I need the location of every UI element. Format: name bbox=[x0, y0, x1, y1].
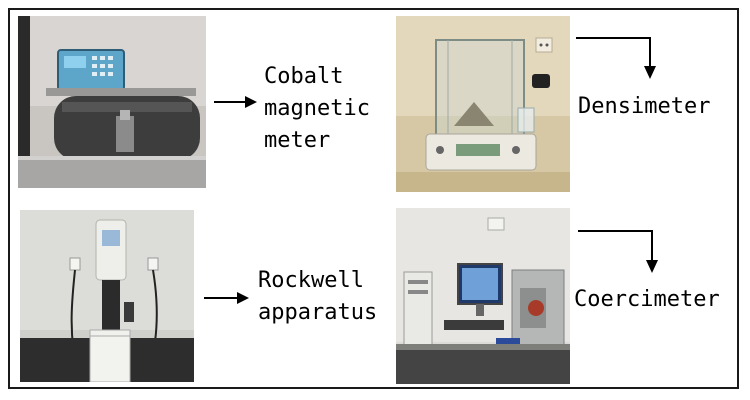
arrow-right-icon bbox=[214, 96, 257, 108]
cobalt-label-line2: magnetic bbox=[264, 96, 370, 121]
rockwell-label-line2: apparatus bbox=[258, 300, 378, 325]
arrow-elbow-down-icon bbox=[578, 230, 658, 273]
cobalt-magnetic-meter-photo bbox=[18, 16, 206, 188]
densimeter-label: Densimeter bbox=[578, 94, 711, 119]
arrow-right-icon bbox=[204, 292, 249, 304]
rockwell-label-line1: Rockwell bbox=[258, 268, 364, 293]
coercimeter-label: Coercimeter bbox=[574, 287, 720, 312]
cobalt-label-line3: meter bbox=[264, 128, 331, 153]
arrow-elbow-down-icon bbox=[576, 37, 656, 79]
densimeter-photo bbox=[396, 16, 570, 192]
coercimeter-photo bbox=[396, 208, 570, 384]
cobalt-label-line1: Cobalt bbox=[264, 64, 344, 89]
rockwell-apparatus-photo bbox=[20, 210, 194, 382]
